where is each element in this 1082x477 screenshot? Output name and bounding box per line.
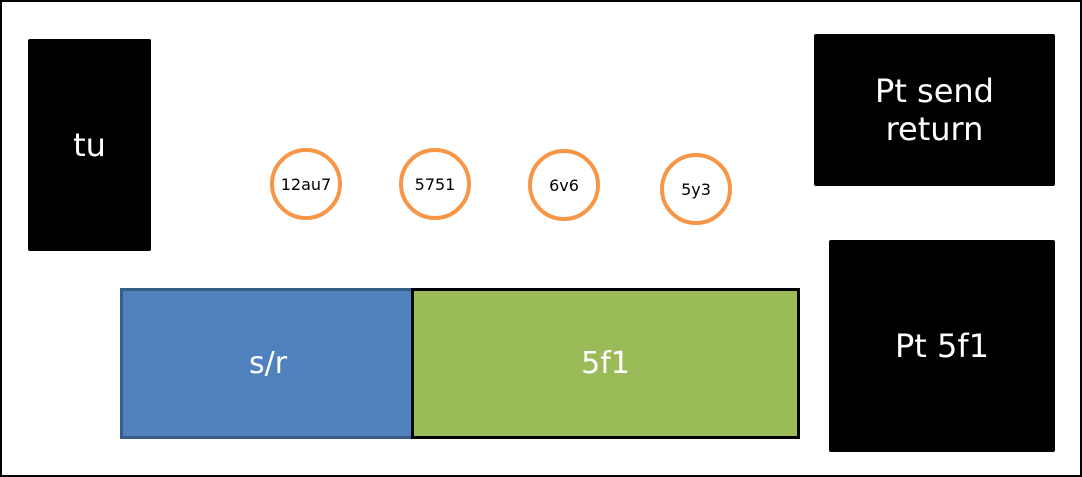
pt-send-return-block: Pt send return [814, 34, 1055, 186]
tube-6v6: 6v6 [528, 149, 600, 221]
tube-12au7-label: 12au7 [280, 174, 332, 194]
tube-12au7: 12au7 [270, 148, 342, 220]
tube-5751-label: 5751 [414, 174, 456, 194]
5f1-label: 5f1 [581, 346, 630, 381]
tube-5y3: 5y3 [660, 153, 732, 225]
pt-5f1-block: Pt 5f1 [829, 240, 1055, 452]
tube-6v6-label: 6v6 [549, 175, 579, 195]
pt-5f1-label: Pt 5f1 [895, 326, 989, 365]
pt-send-return-line2: return [885, 110, 984, 148]
sr-board: s/r [120, 288, 416, 439]
tu-block: tu [28, 39, 151, 251]
tube-5751: 5751 [399, 148, 471, 220]
pt-send-return-line1: Pt send [875, 71, 994, 110]
pt-send-return-label: Pt send return [875, 72, 994, 149]
5f1-board: 5f1 [411, 288, 800, 439]
tube-5y3-label: 5y3 [681, 179, 711, 199]
tu-label: tu [73, 125, 106, 164]
sr-label: s/r [248, 346, 288, 381]
